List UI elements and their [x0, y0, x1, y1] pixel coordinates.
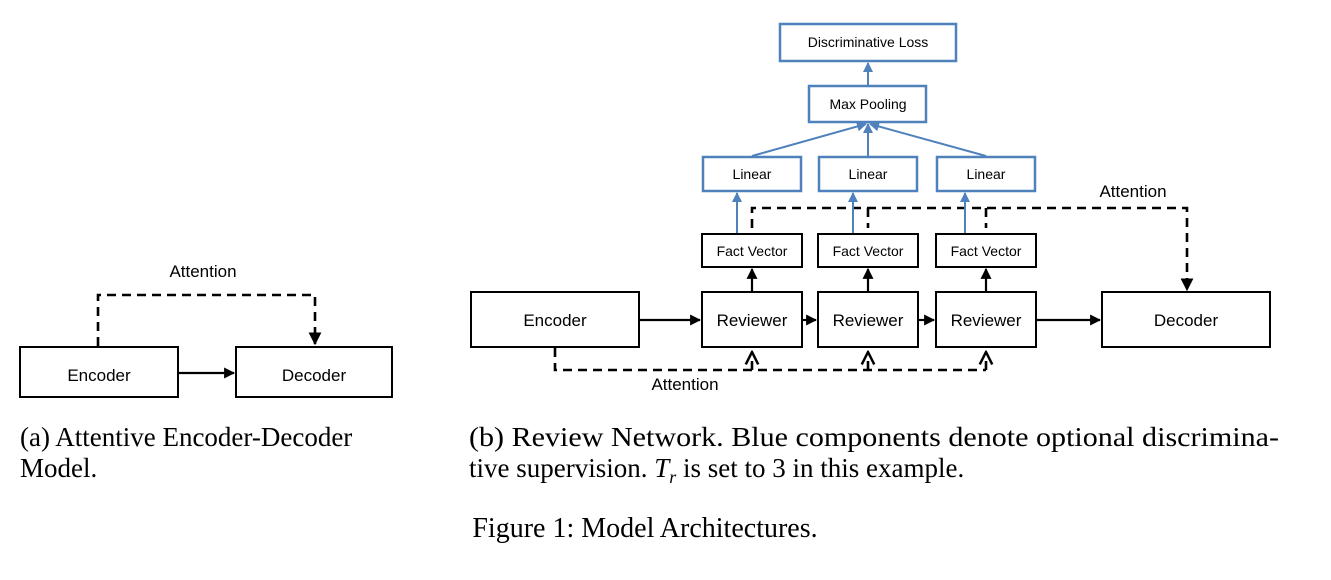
diagram-b-discriminative-loss-box: [778, 22, 958, 63]
caption-b-line-2-pre: tive supervision.: [469, 453, 654, 483]
diagram-b-decoder-box: [1101, 291, 1271, 348]
diagram-b-reviewer-label-3: Reviewer: [951, 311, 1022, 330]
diagram-b-linear-box-1: [701, 155, 803, 193]
diagram-b-fact-vector-box-3: [935, 233, 1037, 268]
diagram-a-encoder-box: [19, 346, 179, 398]
diagram-b-reviewer-box-1: [701, 291, 803, 348]
diagram-b-review-network: Attention Attention Discriminative Loss …: [470, 22, 1271, 394]
diagram-b-reviewer-box-3: [935, 291, 1037, 348]
diagram-b-fact-to-linear-arrows: [732, 192, 970, 233]
diagram-b-linear-label-1: Linear: [733, 166, 772, 182]
caption-b-number: 3: [772, 453, 786, 483]
diagram-b-linear-to-pooling-arrows: [751, 121, 987, 157]
diagram-a-decoder-label: Decoder: [282, 366, 347, 385]
diagram-b-bottom-attention-connector: [553, 348, 986, 372]
diagram-b-max-pooling-box: [807, 84, 928, 124]
caption-b-line-2: tive supervision. Tr is set to 3 in this…: [469, 453, 964, 487]
diagram-b-reviewer-label-2: Reviewer: [833, 311, 904, 330]
caption-b-line-1: (b) Review Network. Blue components deno…: [469, 422, 1279, 452]
diagram-b-encoder-box: [470, 291, 640, 348]
diagram-a-attention-connector: [96, 293, 322, 346]
diagram-b-fact-vector-label-2: Fact Vector: [833, 243, 904, 259]
diagram-b-linear-box-2: [817, 155, 919, 193]
diagram-b-top-attention-connector: [750, 206, 1194, 292]
caption-b-line-2-post: in this example.: [786, 453, 964, 483]
diagram-b-fact-vector-box-1: [701, 233, 803, 268]
diagram-b-reviewer-to-fact-arrows: [746, 267, 992, 292]
diagram-a-attention-label: Attention: [169, 262, 236, 281]
diagram-b-linear-label-2: Linear: [849, 166, 888, 182]
diagram-b-fact-vector-label-3: Fact Vector: [951, 243, 1022, 259]
caption-b-math-var: T: [654, 453, 671, 483]
diagram-a-attentive-encoder-decoder: Attention Encoder Decoder: [19, 262, 393, 398]
diagram-b-decoder-label: Decoder: [1154, 311, 1219, 330]
caption-a-line-2: Model.: [20, 453, 97, 483]
diagram-b-fact-vector-box-2: [817, 233, 919, 268]
diagram-b-fact-vector-label-1: Fact Vector: [717, 243, 788, 259]
diagram-a-decoder-box: [235, 346, 393, 398]
diagram-b-reviewer-label-1: Reviewer: [717, 311, 788, 330]
diagram-b-linear-box-3: [935, 155, 1037, 193]
diagram-a-encoder-label: Encoder: [67, 366, 131, 385]
diagram-b-discriminative-loss-label: Discriminative Loss: [808, 34, 929, 50]
diagram-b-attention-bottom-label: Attention: [651, 375, 718, 394]
caption-b-math-sub: r: [669, 467, 677, 487]
caption-a-line-1: (a) Attentive Encoder-Decoder: [20, 422, 352, 452]
diagram-b-max-pooling-label: Max Pooling: [829, 96, 906, 112]
diagram-b-linear-label-3: Linear: [967, 166, 1006, 182]
figure-caption: Figure 1: Model Architectures.: [472, 513, 817, 544]
caption-b-line-2-mid: is set to: [676, 453, 772, 483]
diagram-b-encoder-label: Encoder: [523, 311, 587, 330]
diagram-b-attention-top-label: Attention: [1099, 182, 1166, 201]
